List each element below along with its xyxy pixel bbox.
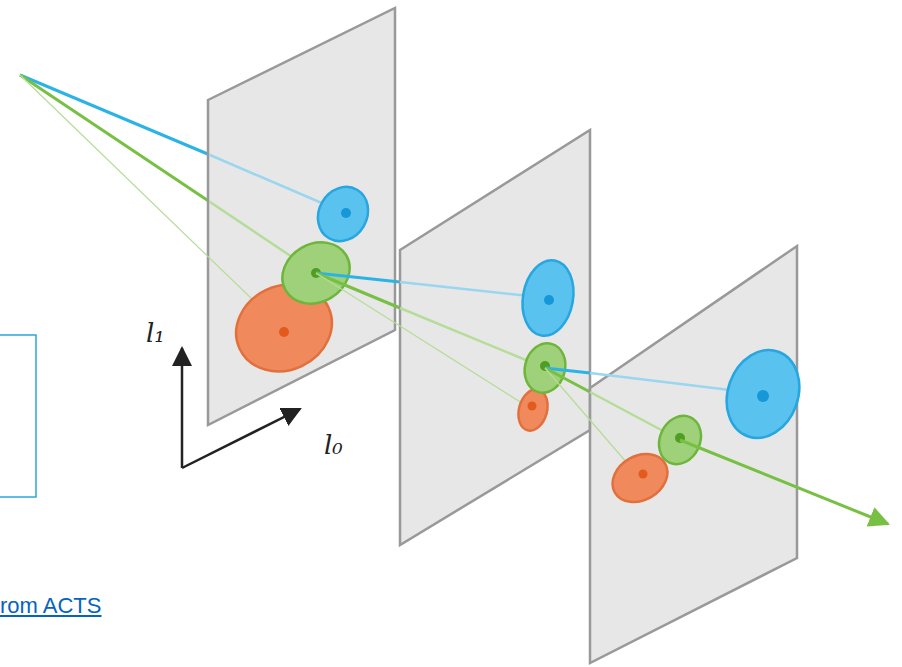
- measurements: [514, 256, 579, 434]
- detector-plane: [400, 130, 590, 545]
- cropped-box: [0, 335, 36, 497]
- blue-track: [210, 155, 338, 210]
- detector-plane: [208, 8, 395, 425]
- extrapolation: [20, 75, 284, 330]
- measurements: [604, 340, 811, 512]
- blue-track: [20, 75, 210, 155]
- extrapolation: [316, 273, 533, 410]
- axis-label: l₀: [324, 430, 343, 460]
- source-link: rom ACTS: [0, 593, 101, 619]
- axis-label: l₁: [146, 318, 165, 348]
- detector-plane: [590, 246, 797, 663]
- axis-l1: [181, 348, 184, 468]
- green-track: [545, 368, 590, 392]
- green-track: [20, 75, 210, 202]
- measurements: [222, 178, 378, 387]
- axis-l0: [182, 409, 300, 468]
- green-track: [316, 273, 400, 308]
- green-track: [680, 440, 888, 524]
